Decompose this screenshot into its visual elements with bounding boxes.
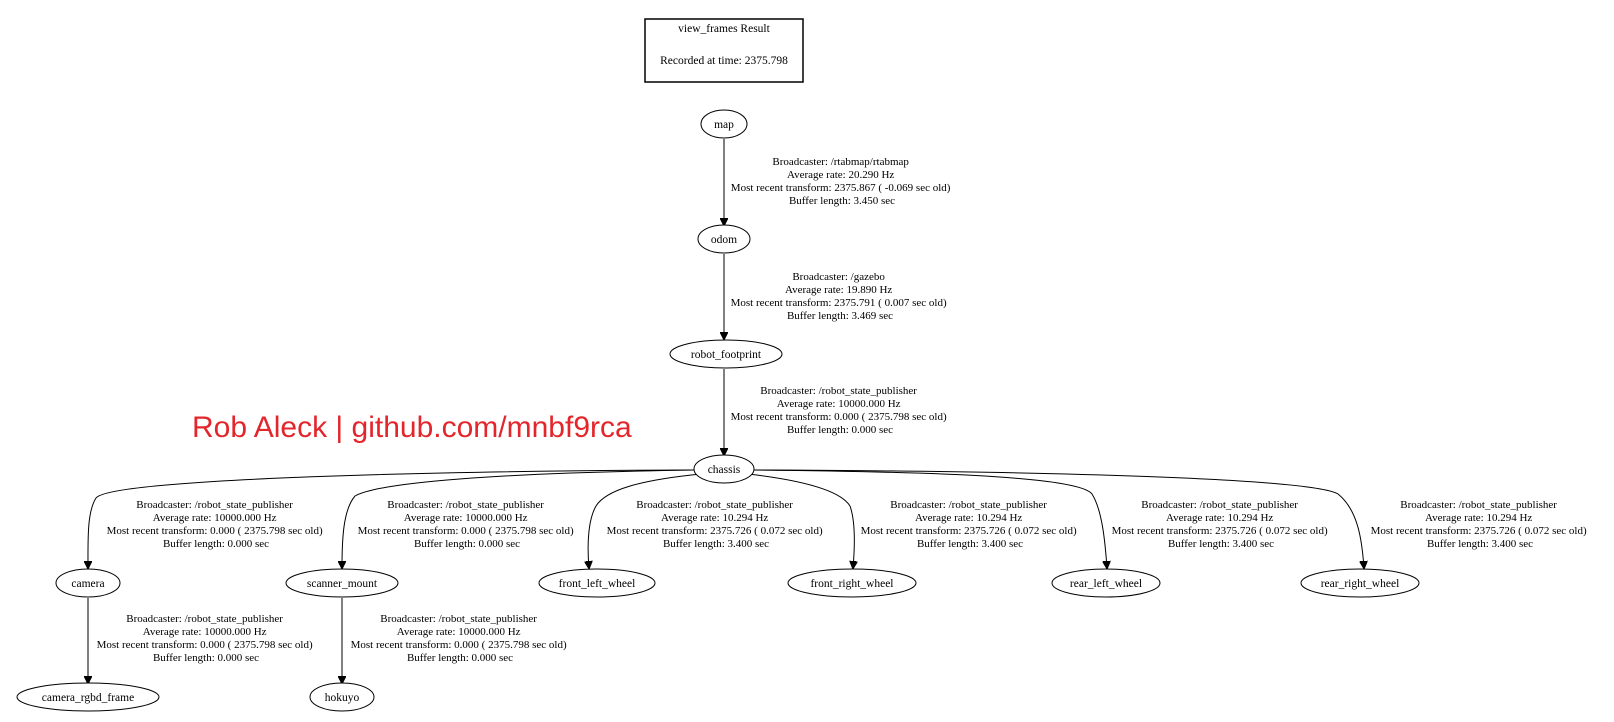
node-hokuyo-shape (309, 682, 375, 712)
edge-label-scanner-mount-hokuyo: Broadcaster: /robot_state_publisher Aver… (351, 613, 570, 664)
edge-label-odom-robot-footprint: Broadcaster: /gazebo Average rate: 19.89… (731, 271, 950, 322)
node-odom: odom (697, 224, 751, 254)
edges (88, 139, 1364, 683)
node-camera-rgbd-frame-shape (16, 682, 160, 712)
node-front-right-wheel-shape (787, 568, 917, 598)
edge-chassis-front-left-wheel (588, 473, 702, 568)
edge-label-chassis-rear-right-wheel: Broadcaster: /robot_state_publisher Aver… (1371, 499, 1590, 550)
node-odom-shape (697, 224, 751, 254)
edge-label-chassis-scanner-mount: Broadcaster: /robot_state_publisher Aver… (358, 499, 577, 550)
node-map-shape (700, 109, 748, 139)
node-robot-footprint-shape (669, 339, 783, 369)
node-chassis-label: chassis (708, 464, 741, 476)
node-chassis-shape (693, 454, 755, 484)
node-front-left-wheel-label: front_left_wheel (559, 578, 636, 590)
node-rear-right-wheel-label: rear_right_wheel (1321, 578, 1400, 590)
node-rear-left-wheel-label: rear_left_wheel (1070, 578, 1142, 590)
node-camera-label: camera (71, 578, 104, 590)
node-odom-label: odom (711, 234, 737, 246)
title-box: view_frames Result Recorded at time: 237… (644, 18, 804, 83)
edge-labels: Broadcaster: /rtabmap/rtabmap Average ra… (97, 156, 1590, 664)
node-camera-shape (55, 568, 121, 598)
watermark-text: Rob Aleck | github.com/mnbf9rca (192, 411, 632, 444)
node-camera-rgbd-frame: camera_rgbd_frame (16, 682, 160, 712)
node-hokuyo-label: hokuyo (325, 692, 360, 704)
node-robot-footprint-label: robot_footprint (691, 349, 762, 361)
edge-label-chassis-front-right-wheel: Broadcaster: /robot_state_publisher Aver… (861, 499, 1080, 550)
node-rear-left-wheel-shape (1051, 568, 1161, 598)
node-map-label: map (714, 119, 734, 131)
nodes: map odom robot_footprint chassis camera … (16, 109, 1420, 712)
edge-label-map-odom: Broadcaster: /rtabmap/rtabmap Average ra… (731, 156, 953, 207)
node-front-right-wheel-label: front_right_wheel (810, 578, 893, 590)
node-scanner-mount-label: scanner_mount (307, 578, 378, 590)
node-rear-left-wheel: rear_left_wheel (1051, 568, 1161, 598)
node-rear-right-wheel-shape (1300, 568, 1420, 598)
recorded-time: Recorded at time: 2375.798 (660, 55, 788, 67)
node-camera: camera (55, 568, 121, 598)
edge-label-chassis-front-left-wheel: Broadcaster: /robot_state_publisher Aver… (607, 499, 826, 550)
node-hokuyo: hokuyo (309, 682, 375, 712)
edge-label-robot-footprint-chassis: Broadcaster: /robot_state_publisher Aver… (731, 385, 950, 436)
edge-label-camera-camera-rgbd-frame: Broadcaster: /robot_state_publisher Aver… (97, 613, 316, 664)
node-robot-footprint: robot_footprint (669, 339, 783, 369)
node-front-left-wheel-shape (538, 568, 656, 598)
edge-chassis-scanner-mount (342, 469, 695, 568)
title-text: view_frames Result (678, 23, 770, 35)
node-rear-right-wheel: rear_right_wheel (1300, 568, 1420, 598)
edge-chassis-rear-left-wheel (753, 469, 1107, 568)
node-map: map (700, 109, 748, 139)
node-scanner-mount-shape (285, 568, 399, 598)
node-scanner-mount: scanner_mount (285, 568, 399, 598)
node-front-left-wheel: front_left_wheel (538, 568, 656, 598)
edge-chassis-camera (88, 469, 695, 568)
edge-chassis-rear-right-wheel (753, 469, 1364, 568)
node-chassis: chassis (693, 454, 755, 484)
node-camera-rgbd-frame-label: camera_rgbd_frame (42, 692, 134, 704)
edge-chassis-front-right-wheel (747, 473, 854, 568)
node-front-right-wheel: front_right_wheel (787, 568, 917, 598)
edge-label-chassis-camera: Broadcaster: /robot_state_publisher Aver… (107, 499, 326, 550)
edge-label-chassis-rear-left-wheel: Broadcaster: /robot_state_publisher Aver… (1112, 499, 1331, 550)
